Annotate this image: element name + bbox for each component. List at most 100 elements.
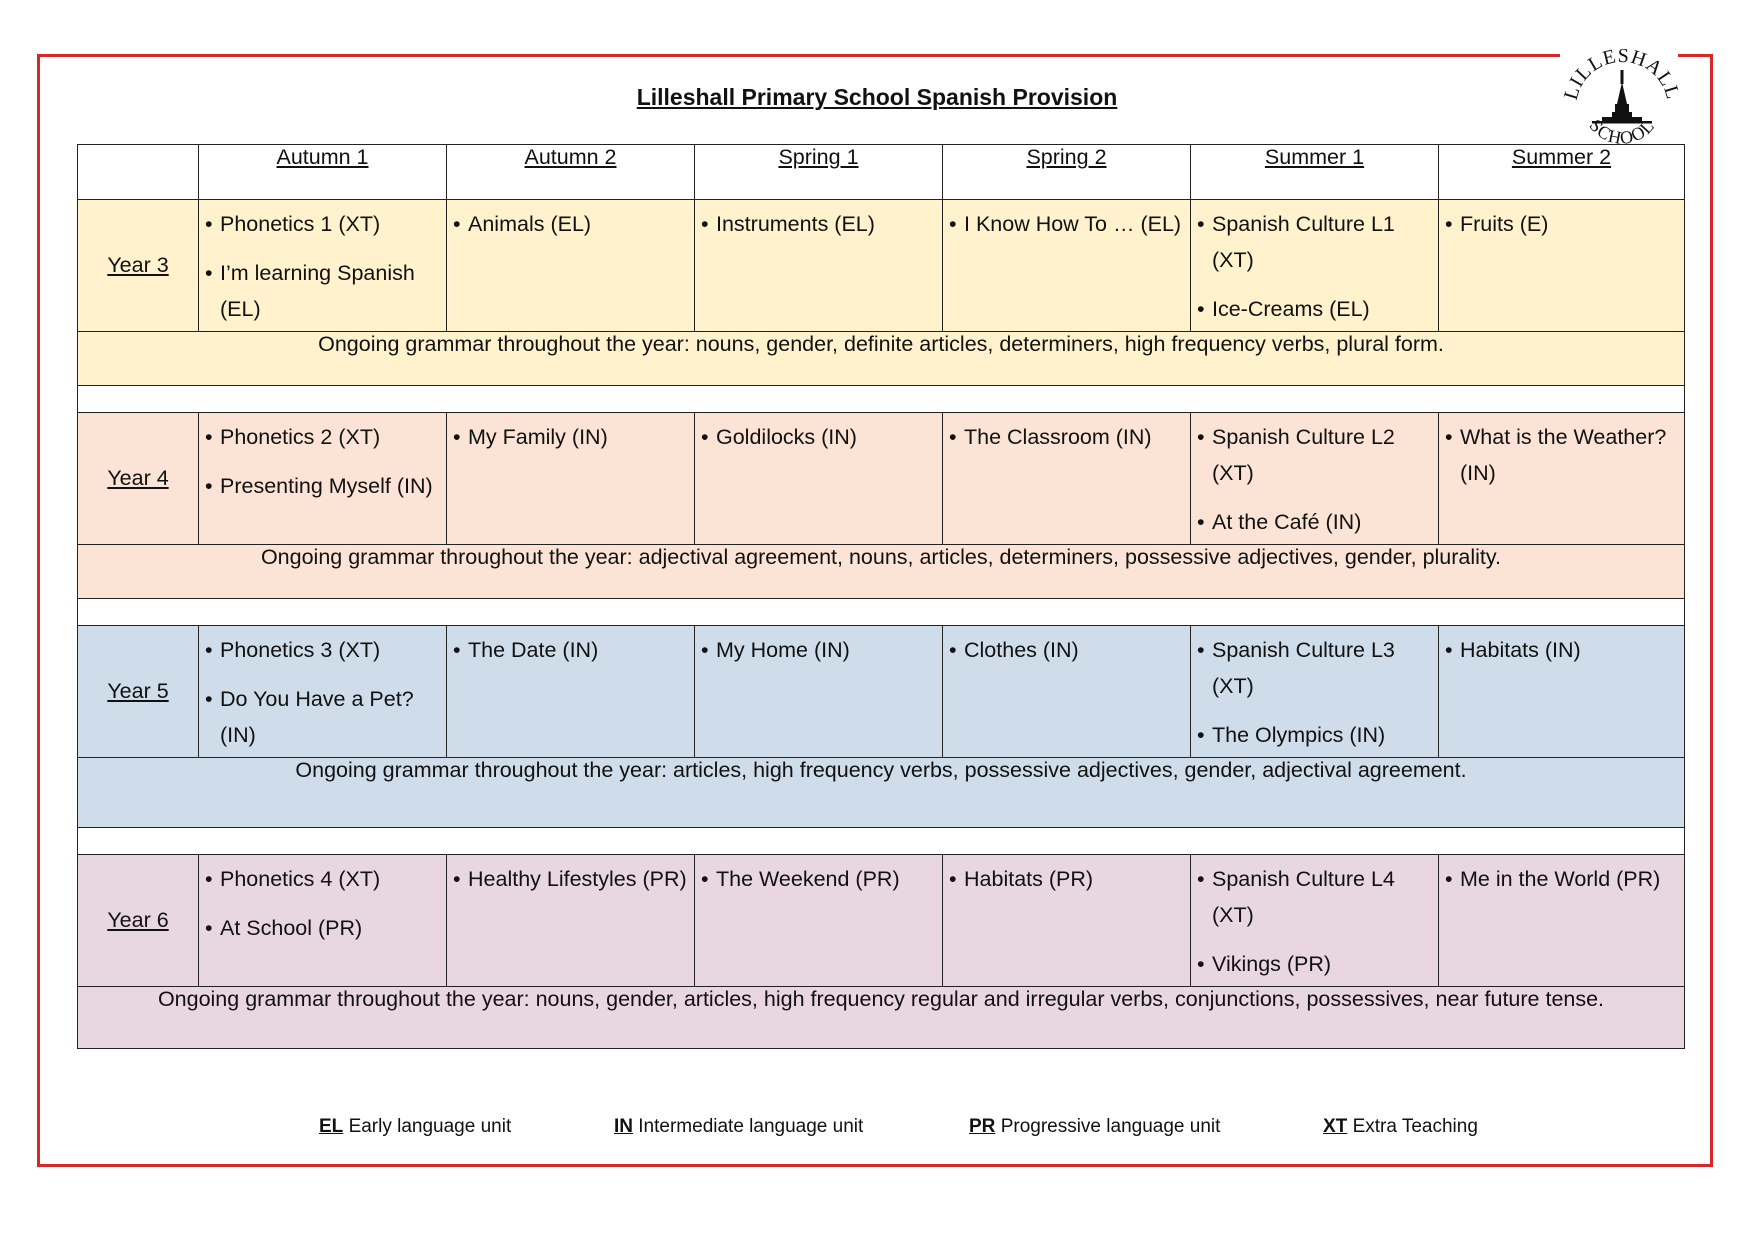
legend-text: Intermediate language unit [638,1116,864,1137]
topic-list: Phonetics 2 (XT)Presenting Myself (IN) [199,413,446,508]
topic-list: Spanish Culture L3 (XT) The Olympics (IN) [1191,626,1438,757]
header-row: Autumn 1 Autumn 2 Spring 1 Spring 2 Summ… [77,144,1685,200]
legend-item: IN Intermediate language unit [614,1116,863,1138]
topic-cell: Spanish Culture L2 (XT) At the Café (IN) [1190,412,1439,545]
topic-list: My Home (IN) [695,626,942,672]
topic-item: Spanish Culture L4 (XT) [1197,861,1434,933]
term-header: Summer 2 [1438,144,1685,200]
topic-item: Me in the World (PR) [1445,861,1680,897]
topic-item: What is the Weather? (IN) [1445,419,1680,491]
topic-list: Goldilocks (IN) [695,413,942,459]
topic-cell: The Classroom (IN) [942,412,1191,545]
legend-item: PR Progressive language unit [969,1116,1220,1138]
topic-cell: Habitats (IN) [1438,625,1685,758]
topic-list: Healthy Lifestyles (PR) [447,855,694,901]
topic-list: Phonetics 3 (XT) Do You Have a Pet? (IN) [199,626,446,757]
year-row: Year 4Phonetics 2 (XT)Presenting Myself … [77,412,1685,545]
year-label: Year 5 [77,625,199,758]
spacer-cell [77,385,1685,413]
legend-text: Early language unit [348,1116,512,1137]
topic-cell: I Know How To … (EL) [942,199,1191,332]
topic-list: Spanish Culture L4 (XT)Vikings (PR) [1191,855,1438,986]
topic-cell: Phonetics 3 (XT) Do You Have a Pet? (IN) [198,625,447,758]
topic-list: Phonetics 1 (XT) I’m learning Spanish (EL… [199,200,446,331]
topic-list: I Know How To … (EL) [943,200,1190,246]
year-row: Year 3Phonetics 1 (XT) I’m learning Spani… [77,199,1685,332]
topic-cell: Phonetics 4 (XT)At School (PR) [198,854,447,987]
topic-cell: Goldilocks (IN) [694,412,943,545]
topic-list: The Classroom (IN) [943,413,1190,459]
topic-list: Phonetics 4 (XT)At School (PR) [199,855,446,950]
year-label: Year 6 [77,854,199,987]
topic-item: Ice-Creams (EL) [1197,291,1434,327]
grammar-text: Ongoing grammar throughout the year: adj… [77,544,1685,599]
topic-item: Spanish Culture L2 (XT) [1197,419,1434,491]
grammar-row: Ongoing grammar throughout the year: nou… [77,986,1685,1049]
topic-cell: Healthy Lifestyles (PR) [446,854,695,987]
topic-cell: Fruits (E) [1438,199,1685,332]
topic-cell: The Weekend (PR) [694,854,943,987]
topic-item: The Classroom (IN) [949,419,1186,455]
grammar-text: Ongoing grammar throughout the year: art… [77,757,1685,828]
grammar-row: Ongoing grammar throughout the year: nou… [77,331,1685,386]
topic-item: Fruits (E) [1445,206,1680,242]
topic-cell: Me in the World (PR) [1438,854,1685,987]
spacer-row [77,385,1685,413]
topic-item: Phonetics 3 (XT) [205,632,442,668]
topic-list: Instruments (EL) [695,200,942,246]
legend-code: IN [614,1116,633,1137]
topic-item: Phonetics 2 (XT) [205,419,442,455]
grammar-row: Ongoing grammar throughout the year: art… [77,757,1685,828]
legend-item: XT Extra Teaching [1323,1116,1478,1138]
legend-text: Progressive language unit [1000,1116,1221,1137]
topic-item: I’m learning Spanish (EL) [205,255,442,327]
topic-cell: Spanish Culture L4 (XT)Vikings (PR) [1190,854,1439,987]
topic-cell: Spanish Culture L3 (XT) The Olympics (IN) [1190,625,1439,758]
topic-list: Animals (EL) [447,200,694,246]
year-label: Year 4 [77,412,199,545]
school-logo: LILLESHALL SCHOOL [1562,46,1682,148]
church-spire-icon [1592,70,1652,124]
topic-item: The Weekend (PR) [701,861,938,897]
topic-item: Clothes (IN) [949,632,1186,668]
topic-list: Spanish Culture L2 (XT) At the Café (IN) [1191,413,1438,544]
topic-item: Phonetics 1 (XT) [205,206,442,242]
term-header: Spring 2 [942,144,1191,200]
topic-item: Healthy Lifestyles (PR) [453,861,690,897]
page-border [37,54,1713,1167]
legend-code: PR [969,1116,996,1137]
topic-cell: What is the Weather? (IN) [1438,412,1685,545]
topic-cell: Habitats (PR) [942,854,1191,987]
topic-cell: Phonetics 1 (XT) I’m learning Spanish (EL… [198,199,447,332]
topic-item: Spanish Culture L3 (XT) [1197,632,1434,704]
legend-item: EL Early language unit [319,1116,511,1138]
topic-item: At the Café (IN) [1197,504,1434,540]
grammar-text: Ongoing grammar throughout the year: nou… [77,331,1685,386]
provision-table: Autumn 1 Autumn 2 Spring 1 Spring 2 Summ… [77,144,1685,1049]
topic-list: My Family (IN) [447,413,694,459]
topic-item: Instruments (EL) [701,206,938,242]
topic-item: Animals (EL) [453,206,690,242]
term-header: Spring 1 [694,144,943,200]
topic-list: Spanish Culture L1 (XT) Ice-Creams (EL) [1191,200,1438,331]
topic-item: The Olympics (IN) [1197,717,1434,753]
year-label: Year 3 [77,199,199,332]
topic-list: The Date (IN) [447,626,694,672]
topic-item: Spanish Culture L1 (XT) [1197,206,1434,278]
topic-item: Habitats (IN) [1445,632,1680,668]
year-row: Year 5Phonetics 3 (XT) Do You Have a Pet?… [77,625,1685,758]
spacer-row [77,827,1685,855]
topic-list: Habitats (PR) [943,855,1190,901]
topic-cell: My Home (IN) [694,625,943,758]
topic-list: Habitats (IN) [1439,626,1684,672]
legend-text: Extra Teaching [1352,1116,1478,1137]
spacer-cell [77,827,1685,855]
topic-cell: The Date (IN) [446,625,695,758]
legend-code: XT [1323,1116,1348,1137]
topic-cell: Clothes (IN) [942,625,1191,758]
spacer-row [77,598,1685,626]
topic-item: I Know How To … (EL) [949,206,1186,242]
topic-list: Me in the World (PR) [1439,855,1684,901]
year-row: Year 6Phonetics 4 (XT)At School (PR) Hea… [77,854,1685,987]
topic-item: Do You Have a Pet? (IN) [205,681,442,753]
